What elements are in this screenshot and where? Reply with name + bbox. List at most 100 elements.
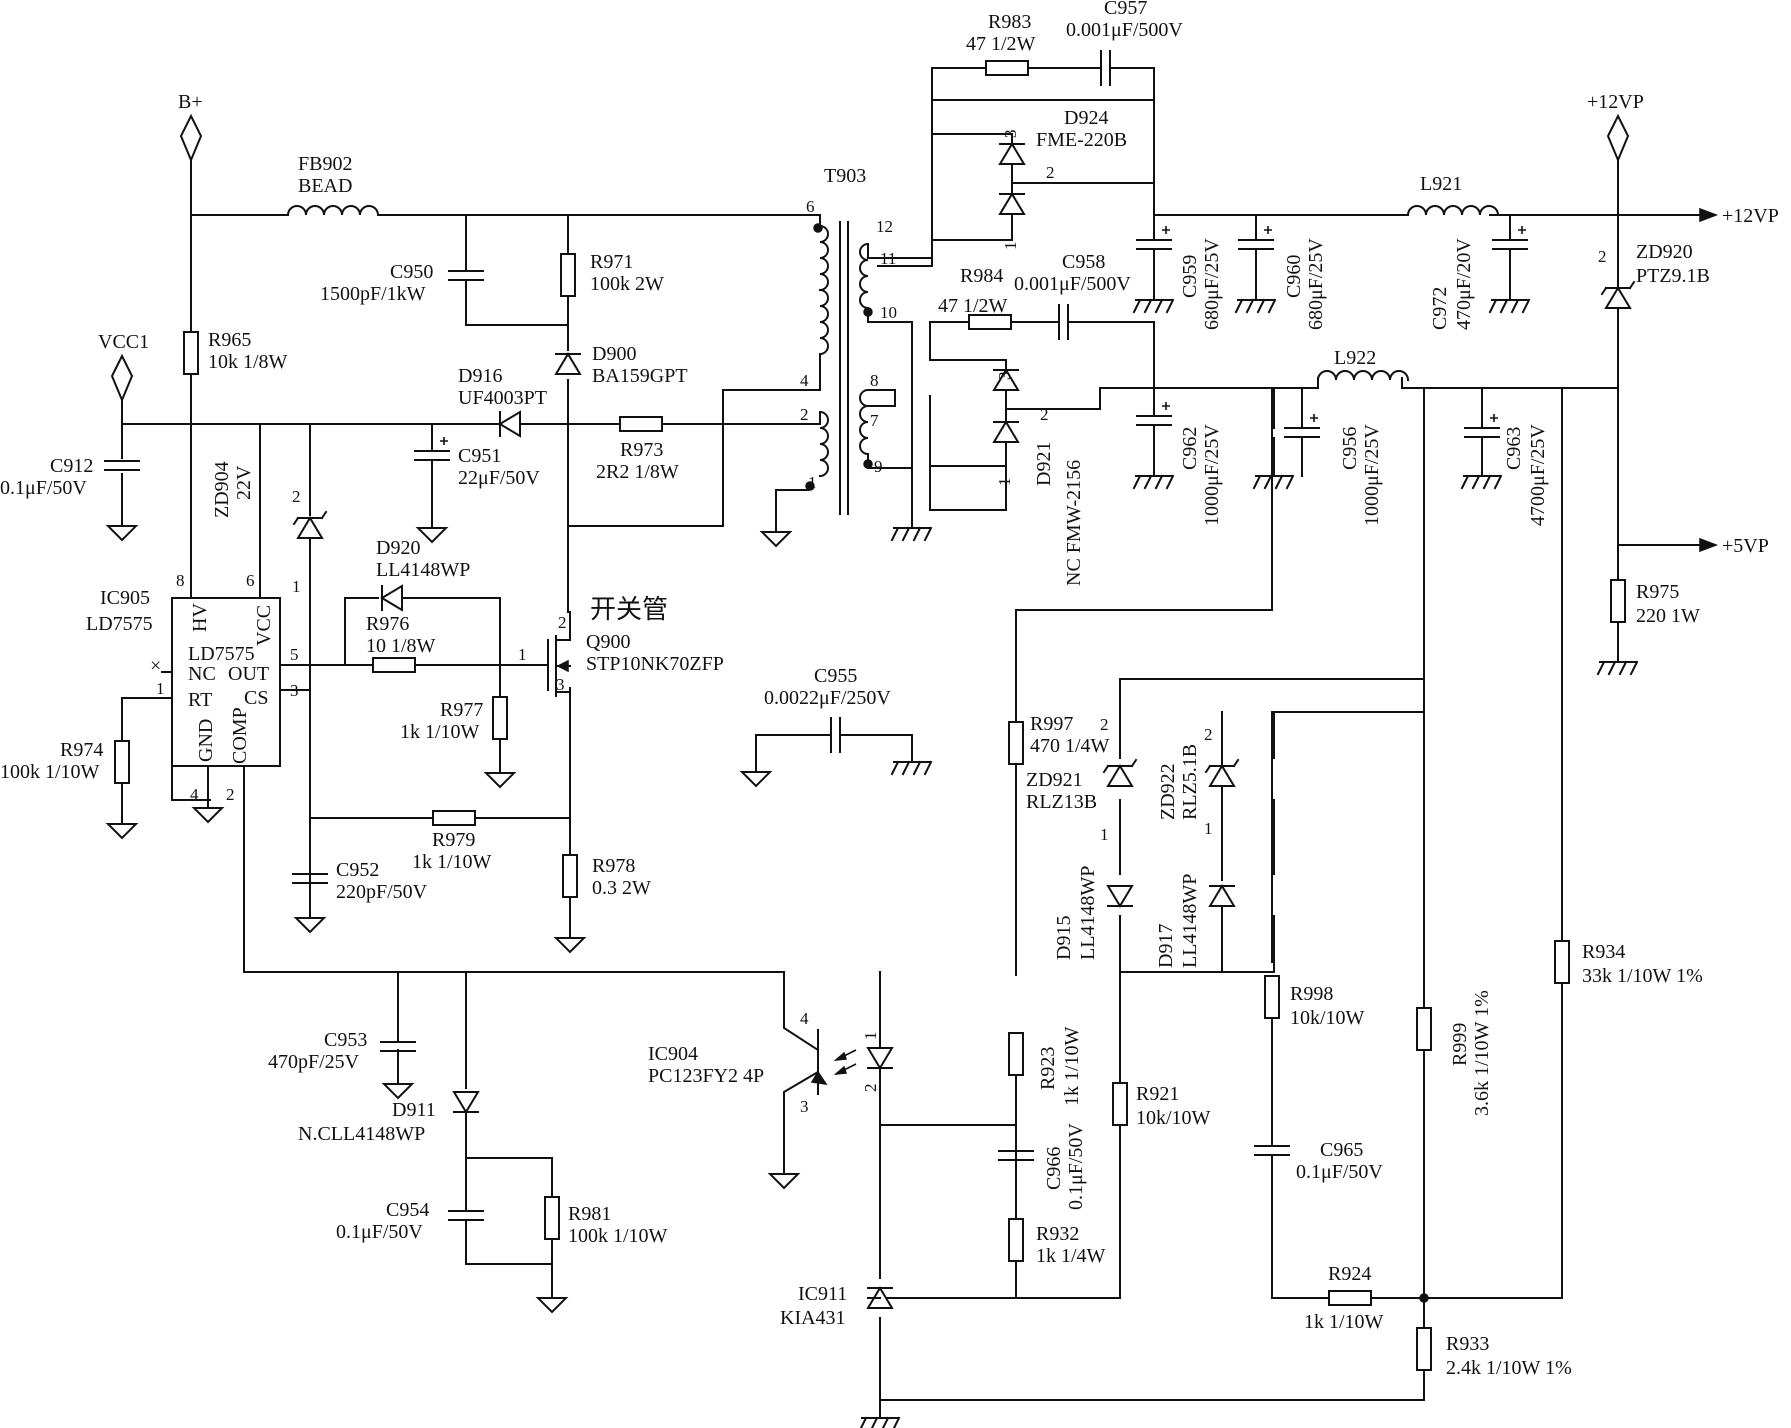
r979-ref: R979	[432, 829, 475, 851]
c955-value: 0.0022μF/250V	[764, 687, 891, 709]
r921-value: 10k/10W	[1136, 1107, 1211, 1129]
c966-capacitor: C966 0.1μF/50V	[998, 1123, 1087, 1210]
zd920-pin2: 2	[1598, 247, 1607, 266]
ic905-pin-nc: NC	[188, 663, 216, 685]
fb902-value: BEAD	[298, 175, 352, 197]
r998-resistor: R998 10k/10W	[1264, 975, 1365, 1029]
zd921-pin1: 1	[1100, 825, 1109, 844]
r933-resistor: R933 2.4k 1/10W 1%	[1416, 1327, 1572, 1379]
ic904-value: PC123FY2 4P	[648, 1065, 764, 1087]
t903-transformer: T903 6 4 2 1 12 11 10 8 7 9	[800, 165, 913, 515]
ic905-pinnum-cs: 3	[290, 681, 299, 700]
ic905-chip: IC905 LD7575 HV VCC LD7575 NC OUT RT CS …	[86, 571, 299, 804]
r971-ref: R971	[590, 251, 633, 273]
c953-capacitor: C953 470pF/25V	[268, 1029, 416, 1073]
zd922-zener: ZD922 RLZ5.1B 2 1	[1157, 711, 1239, 881]
ic904-optocoupler: IC904 PC123FY2 4P 4 3 1 2	[648, 1009, 893, 1116]
q900-pin2: 2	[558, 613, 567, 632]
r979-resistor: R979 1k 1/10W	[412, 810, 492, 873]
c912-capacitor: C912 0.1μF/50V	[0, 455, 140, 499]
ic911-ref: IC911	[798, 1283, 847, 1305]
fb902-ref: FB902	[298, 153, 352, 175]
c952-ref: C952	[336, 859, 379, 881]
c963-value: 4700μF/25V	[1527, 424, 1549, 526]
c959-capacitor: C959 680μF/25V	[1136, 225, 1223, 330]
t903-pin2: 2	[800, 405, 809, 424]
d916-diode: D916 UF4003PT	[458, 365, 547, 437]
c972-capacitor: C972 470μF/20V	[1429, 225, 1528, 330]
r975-ref: R975	[1636, 581, 1679, 603]
r923-value: 1k 1/10W	[1061, 1026, 1083, 1106]
r976-value: 10 1/8W	[366, 635, 436, 657]
d924-pin2: 2	[1046, 163, 1055, 182]
r921-ref: R921	[1136, 1083, 1179, 1105]
c972-value: 470μF/20V	[1453, 238, 1475, 330]
zd920-ref: ZD920	[1636, 241, 1693, 263]
d917-value: LL4148WP	[1179, 874, 1201, 968]
c912-ref: C912	[50, 455, 93, 477]
ic911-value: KIA431	[780, 1307, 846, 1329]
c958-value: 0.001μF/500V	[1014, 273, 1131, 295]
r983-value: 47 1/2W	[966, 33, 1036, 55]
node-vcc1: VCC1	[98, 331, 149, 403]
c952-value: 220pF/50V	[336, 881, 428, 903]
r923-ref: R923	[1037, 1047, 1059, 1090]
r974-ref: R974	[60, 739, 103, 761]
d915-value: LL4148WP	[1077, 866, 1099, 960]
q900-mosfet: 开关管 Q900 STP10NK70ZFP 2 1 3	[518, 595, 724, 701]
c960-ref: C960	[1283, 255, 1305, 298]
c955-capacitor: C955 0.0022μF/250V	[764, 665, 891, 753]
c956-ref: C956	[1339, 427, 1361, 470]
d924-pin1: 1	[1001, 242, 1020, 251]
ic904-pin4: 4	[800, 1009, 809, 1028]
zd904-value: 22V	[233, 465, 255, 500]
r999-resistor: R999 3.6k 1/10W 1%	[1416, 990, 1493, 1116]
c963-capacitor: C963 4700μF/25V	[1464, 413, 1549, 526]
ic905-pinnum-vcc: 6	[246, 571, 255, 590]
ic904-pin1: 1	[861, 1032, 880, 1041]
c950-ref: C950	[390, 261, 433, 283]
d924-value: FME-220B	[1036, 129, 1127, 151]
q900-pin1: 1	[518, 645, 527, 664]
q900-ref: Q900	[586, 631, 630, 653]
zd904-ref: ZD904	[211, 461, 233, 518]
zd922-pin2: 2	[1204, 725, 1213, 744]
ic905-inner-label: LD7575	[188, 643, 255, 665]
zd920-value: PTZ9.1B	[1636, 265, 1710, 287]
c955-ref: C955	[814, 665, 857, 687]
node-12vp-out: +12VP	[1699, 205, 1779, 227]
c962-value: 1000μF/25V	[1201, 424, 1223, 526]
t903-pin6: 6	[806, 197, 815, 216]
c950-capacitor: C950 1500pF/1kW	[320, 261, 484, 305]
c951-ref: C951	[458, 445, 501, 467]
r934-resistor: R934 33k 1/10W 1%	[1554, 940, 1703, 987]
ic905-pinnum-gnd: 4	[190, 785, 199, 804]
r971-value: 100k 2W	[590, 273, 664, 295]
zd921-value: RLZ13B	[1026, 791, 1097, 813]
r924-ref: R924	[1328, 1263, 1371, 1285]
ic905-pin-vcc: VCC	[253, 605, 275, 646]
t903-pin9: 9	[874, 457, 883, 476]
q900-value: STP10NK70ZFP	[586, 653, 724, 675]
zd904-pin1: 1	[292, 577, 301, 596]
d924-dual-diode: D924 FME-220B 3 2 1	[931, 107, 1127, 251]
zd921-zener: ZD921 RLZ13B 2 1	[1026, 715, 1137, 844]
c954-capacitor: C954 0.1μF/50V	[336, 1199, 484, 1243]
r979-value: 1k 1/10W	[412, 851, 492, 873]
r976-resistor: R976 10 1/8W	[366, 613, 436, 673]
c958-capacitor: C958 0.001μF/500V	[1014, 251, 1131, 340]
r984-resistor: R984 47 1/2W	[938, 265, 1012, 330]
zd904-zener: ZD904 22V	[211, 461, 255, 518]
d921-pin1: 1	[995, 478, 1014, 487]
r973-resistor: R973 2R2 1/8W	[596, 416, 679, 483]
c953-ref: C953	[324, 1029, 367, 1051]
ic905-pin-rt: RT	[188, 689, 212, 711]
t903-pin11: 11	[880, 249, 896, 268]
ic911-shunt-regulator: IC911 KIA431	[780, 1283, 894, 1329]
ic905-pin-gnd: GND	[195, 719, 217, 762]
r974-value: 100k 1/10W	[0, 761, 100, 783]
d911-diode: D911 N.CLL4148WP	[298, 1091, 479, 1145]
zd922-pin1: 1	[1204, 819, 1213, 838]
r981-resistor: R981 100k 1/10W	[544, 1196, 668, 1247]
d911-value: N.CLL4148WP	[298, 1123, 425, 1145]
